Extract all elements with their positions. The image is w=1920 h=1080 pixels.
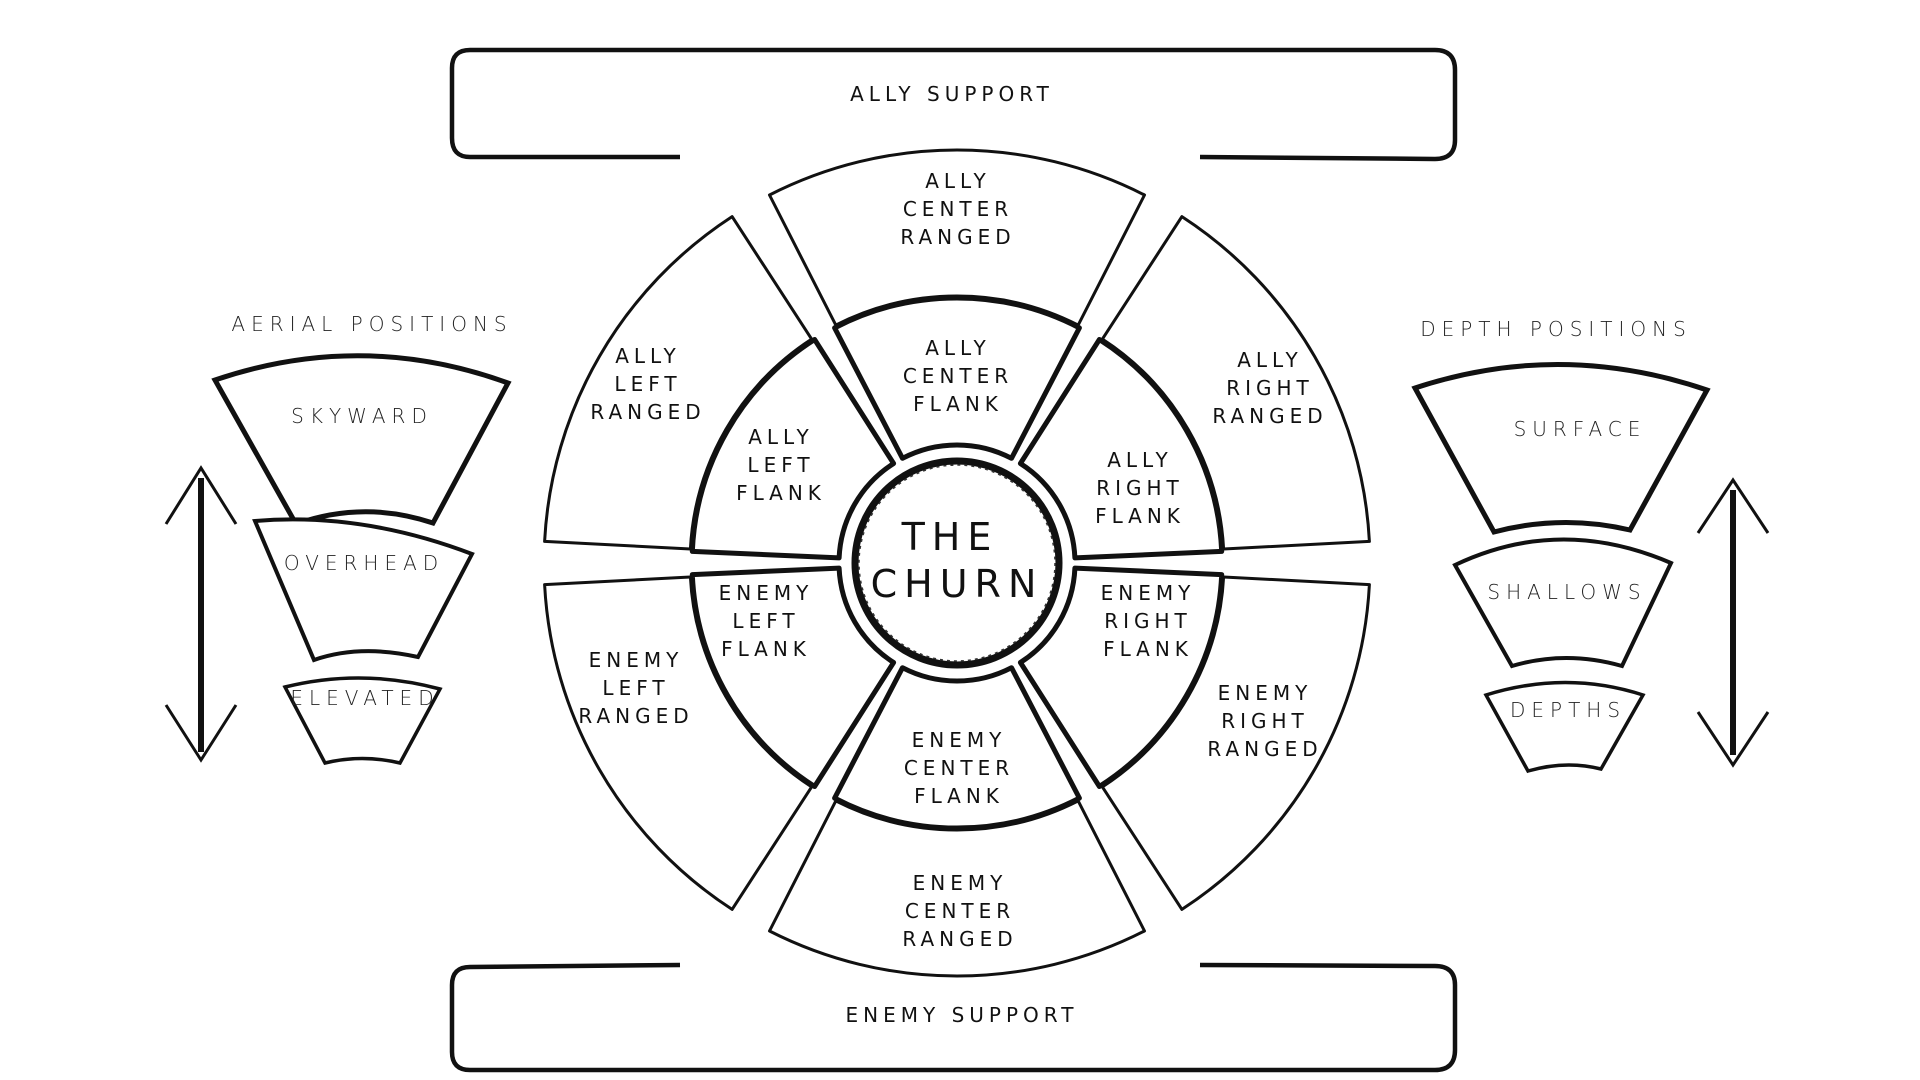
enemy-center-flank-label-line1: ENEMY xyxy=(912,728,1007,752)
ally-center-flank-shape xyxy=(832,295,1082,461)
enemy-right-flank: ENEMY RIGHT FLANK xyxy=(1017,565,1225,789)
churn-label-line2: CHURN xyxy=(871,562,1044,606)
aerial-elevated-label: ELEVATED xyxy=(290,686,439,710)
enemy-right-flank-label-line2: RIGHT xyxy=(1104,609,1192,633)
ally-right-flank-label-line1: ALLY xyxy=(1107,448,1173,472)
ally-right-flank-label-line3: FLANK xyxy=(1095,504,1185,528)
ally-support-zone: ALLY SUPPORT xyxy=(449,47,1458,162)
aerial-skyward-label: SKYWARD xyxy=(291,404,433,428)
ally-center-flank-label-line2: CENTER xyxy=(903,364,1013,388)
ally-center-ranged: ALLY CENTER RANGED xyxy=(768,148,1146,327)
enemy-support-zone: ENEMY SUPPORT xyxy=(449,962,1458,1073)
depth-depths-label: DEPTHS xyxy=(1510,698,1626,722)
enemy-left-flank-shape xyxy=(689,565,897,789)
ally-left-ranged-label-line2: LEFT xyxy=(614,372,681,396)
depth-shallows: SHALLOWS xyxy=(1452,537,1674,669)
enemy-center-flank-label-line2: CENTER xyxy=(904,756,1014,780)
ally-center-ranged-label-line3: RANGED xyxy=(900,225,1015,249)
depth-shallows-label: SHALLOWS xyxy=(1487,580,1646,604)
enemy-right-ranged-label-line3: RANGED xyxy=(1207,737,1322,761)
ally-left-flank-label-line3: FLANK xyxy=(736,481,826,505)
ally-center-ranged-label-line1: ALLY xyxy=(925,169,991,193)
enemy-center-ranged: ENEMY CENTER RANGED xyxy=(768,799,1146,978)
ally-center-flank-label-line1: ALLY xyxy=(925,336,991,360)
enemy-right-flank-label-line3: FLANK xyxy=(1103,637,1193,661)
enemy-right-flank-label-line1: ENEMY xyxy=(1101,581,1196,605)
enemy-left-ranged-label-line1: ENEMY xyxy=(589,648,684,672)
enemy-center-flank-label-line3: FLANK xyxy=(914,784,1004,808)
aerial-overhead: OVERHEAD xyxy=(252,517,475,663)
depth-positions: DEPTH POSITIONS SURFACE SHALLOWS DEPTHS xyxy=(1411,317,1770,774)
enemy-left-flank-label-line1: ENEMY xyxy=(719,581,814,605)
ally-right-flank-shape xyxy=(1017,337,1225,561)
ally-left-flank-label-line2: LEFT xyxy=(747,453,814,477)
ally-center-ranged-label-line2: CENTER xyxy=(903,197,1013,221)
outer-ring: ALLY CENTER RANGED ALLY RIGHT RANGED ENEMY RIGH… xyxy=(543,148,1371,978)
depth-positions-title: DEPTH POSITIONS xyxy=(1420,317,1692,341)
enemy-left-ranged-label-line3: RANGED xyxy=(578,704,693,728)
enemy-right-ranged-label-line1: ENEMY xyxy=(1218,681,1313,705)
enemy-right-flank-shape xyxy=(1017,565,1225,789)
enemy-left-flank: ENEMY LEFT FLANK xyxy=(689,565,897,789)
enemy-left-ranged-label-line2: LEFT xyxy=(602,676,669,700)
churn-label-line1: THE xyxy=(901,515,999,559)
enemy-support-label: ENEMY SUPPORT xyxy=(846,1003,1079,1027)
ally-left-ranged-label-line1: ALLY xyxy=(615,344,681,368)
enemy-right-ranged-label-line2: RIGHT xyxy=(1221,709,1309,733)
aerial-vertical-arrow xyxy=(164,465,238,763)
enemy-left-flank-label-line2: LEFT xyxy=(732,609,799,633)
enemy-center-flank: ENEMY CENTER FLANK xyxy=(832,665,1082,831)
enemy-center-ranged-label-line3: RANGED xyxy=(902,927,1017,951)
aerial-overhead-label: OVERHEAD xyxy=(284,551,444,575)
ally-right-ranged-label-line2: RIGHT xyxy=(1226,376,1314,400)
ally-right-flank: ALLY RIGHT FLANK xyxy=(1017,337,1225,561)
ally-left-flank: ALLY LEFT FLANK xyxy=(689,337,897,561)
ally-center-flank: ALLY CENTER FLANK xyxy=(832,295,1082,461)
depth-vertical-arrow xyxy=(1696,477,1770,768)
enemy-left-flank-label-line3: FLANK xyxy=(721,637,811,661)
enemy-center-ranged-label-line1: ENEMY xyxy=(913,871,1008,895)
depth-surface-label: SURFACE xyxy=(1514,417,1647,441)
ally-right-ranged-label-line3: RANGED xyxy=(1212,404,1327,428)
ally-support-label: ALLY SUPPORT xyxy=(850,82,1054,106)
aerial-positions: AERIAL POSITIONS SKYWARD OVERHEAD ELEVAT… xyxy=(164,312,512,766)
ally-center-flank-label-line3: FLANK xyxy=(913,392,1003,416)
ally-left-flank-label-line1: ALLY xyxy=(748,425,814,449)
enemy-left-ranged: ENEMY LEFT RANGED xyxy=(543,575,814,911)
ally-left-ranged-label-line3: RANGED xyxy=(590,400,705,424)
enemy-center-ranged-label-line2: CENTER xyxy=(905,899,1015,923)
ally-right-ranged-label-line1: ALLY xyxy=(1237,348,1303,372)
aerial-positions-title: AERIAL POSITIONS xyxy=(231,312,512,336)
enemy-center-flank-shape xyxy=(832,665,1082,831)
inner-ring: ALLY CENTER FLANK ALLY RIGHT FLANK ENEMY RIGHT F… xyxy=(689,295,1225,831)
aerial-elevated: ELEVATED xyxy=(282,676,443,766)
depth-depths: DEPTHS xyxy=(1483,680,1646,774)
ally-left-flank-shape xyxy=(689,337,897,561)
depth-surface: SURFACE xyxy=(1411,362,1711,535)
aerial-skyward: SKYWARD xyxy=(211,353,512,528)
ally-right-flank-label-line2: RIGHT xyxy=(1096,476,1184,500)
the-churn: THE CHURN xyxy=(851,457,1063,669)
